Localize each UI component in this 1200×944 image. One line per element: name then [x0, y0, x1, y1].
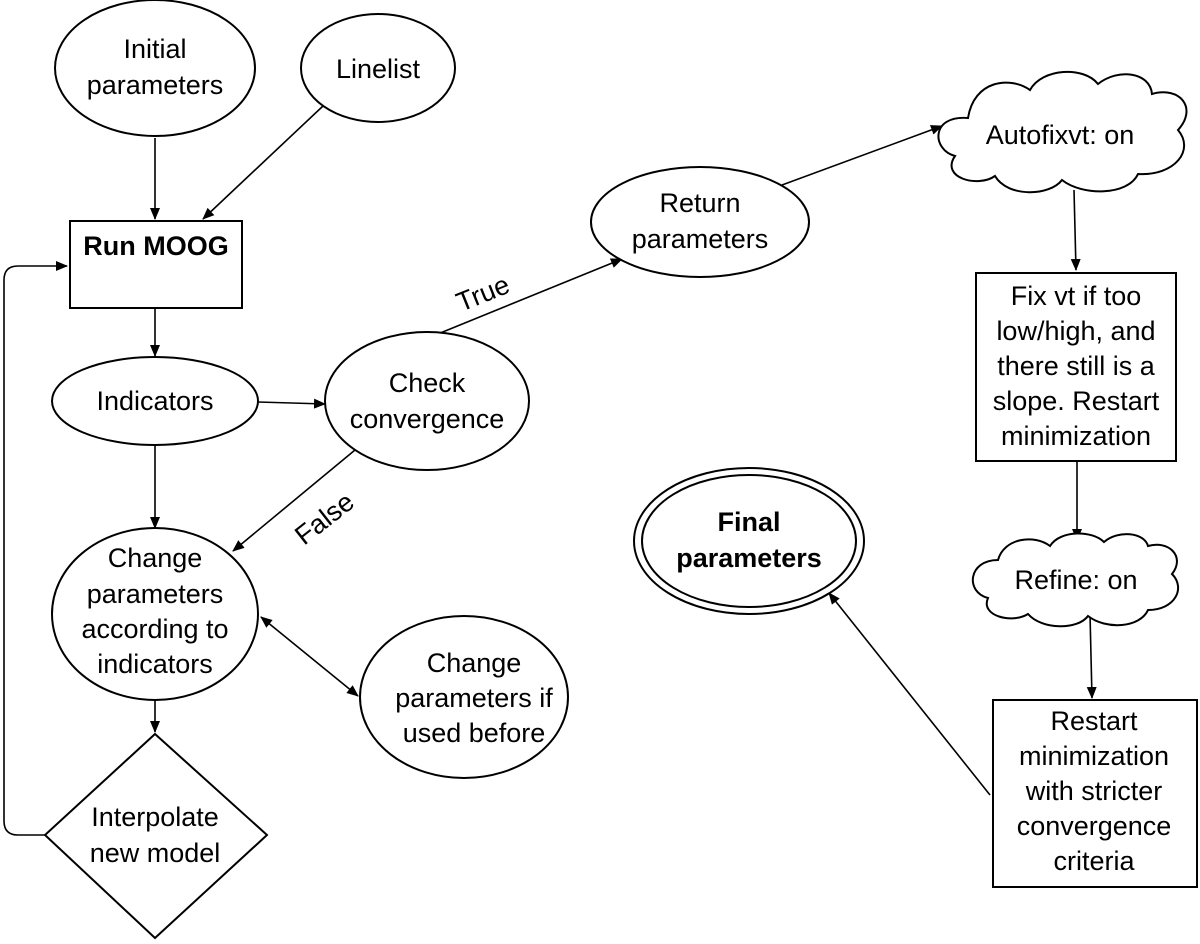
edges [3, 105, 1097, 836]
node-check-convergence: Check convergence [324, 331, 530, 471]
edge-interpolate-to-run [3, 261, 68, 836]
node-fix-vt-line-5: minimization [1001, 421, 1151, 451]
node-change-if-used-before-line-2: parameters if [395, 683, 553, 713]
node-interpolate-new-model: Interpolate new model [43, 732, 269, 940]
node-fix-vt-line-3: there still is a [997, 351, 1156, 381]
node-final-parameters: Final parameters [633, 467, 865, 615]
edge-check-to-change [232, 449, 356, 552]
edge-indicators-to-check [257, 398, 326, 409]
edge-restart-to-final [828, 592, 991, 796]
node-fix-vt-line-1: Fix vt if too [1011, 281, 1142, 311]
edge-linelist-to-run [202, 105, 324, 220]
edge-autofix-to-fixvt [1070, 189, 1081, 271]
node-initial-parameters-line-1: Initial [123, 34, 186, 64]
edge-change-bidirectional [260, 616, 359, 697]
node-check-convergence-line-1: Check [389, 368, 466, 398]
node-change-parameters-line-2: parameters [87, 579, 224, 609]
node-restart-minimization: Restart minimization with stricter conve… [992, 699, 1198, 888]
node-autofixvt-line-1: Autofixvt: on [986, 120, 1135, 150]
node-refine-cloud: Refine: on [971, 532, 1179, 628]
node-change-parameters-line-1: Change [108, 543, 203, 573]
node-return-parameters: Return parameters [590, 166, 810, 278]
node-initial-parameters: Initial parameters [54, 0, 256, 137]
node-fix-vt-line-4: slope. Restart [993, 386, 1160, 416]
edge-return-to-autofix [781, 125, 943, 186]
node-final-parameters-line-2: parameters [676, 543, 822, 573]
node-refine-line-1: Refine: on [1014, 565, 1137, 595]
node-return-parameters-line-1: Return [659, 188, 740, 218]
edge-refine-to-restart [1086, 613, 1097, 699]
node-change-parameters-line-4: indicators [97, 649, 213, 679]
node-autofixvt-cloud: Autofixvt: on [937, 71, 1188, 194]
node-interpolate-line-2: new model [90, 838, 221, 868]
node-interpolate-line-1: Interpolate [91, 802, 219, 832]
edge-label-true: True [452, 269, 514, 317]
node-restart-line-2: minimization [1019, 741, 1169, 771]
node-return-parameters-line-2: parameters [632, 224, 769, 254]
node-fix-vt: Fix vt if too low/high, and there still … [975, 272, 1177, 462]
node-final-parameters-line-1: Final [717, 507, 780, 537]
node-run-moog-line-1: Run MOOG [83, 231, 228, 261]
node-change-if-used-before-line-1: Change [427, 648, 522, 678]
node-linelist: Linelist [300, 13, 456, 123]
node-change-parameters-line-3: according to [81, 614, 228, 644]
node-restart-line-1: Restart [1050, 706, 1138, 736]
node-check-convergence-line-2: convergence [350, 404, 505, 434]
node-restart-line-5: criteria [1053, 846, 1135, 876]
node-change-parameters: Change parameters according to indicator… [51, 527, 259, 701]
node-linelist-line-1: Linelist [336, 54, 421, 84]
edge-check-to-return [427, 258, 623, 339]
node-indicators-line-1: Indicators [96, 386, 213, 416]
node-restart-line-3: with stricter [1025, 776, 1163, 806]
node-indicators: Indicators [51, 356, 259, 446]
node-fix-vt-line-2: low/high, and [996, 316, 1155, 346]
node-restart-line-4: convergence [1017, 811, 1172, 841]
node-change-if-used-before-line-3: used before [403, 718, 546, 748]
node-run-moog: Run MOOG [69, 220, 243, 309]
node-change-if-used-before: Change parameters if used before [359, 615, 569, 779]
node-initial-parameters-line-2: parameters [87, 70, 224, 100]
